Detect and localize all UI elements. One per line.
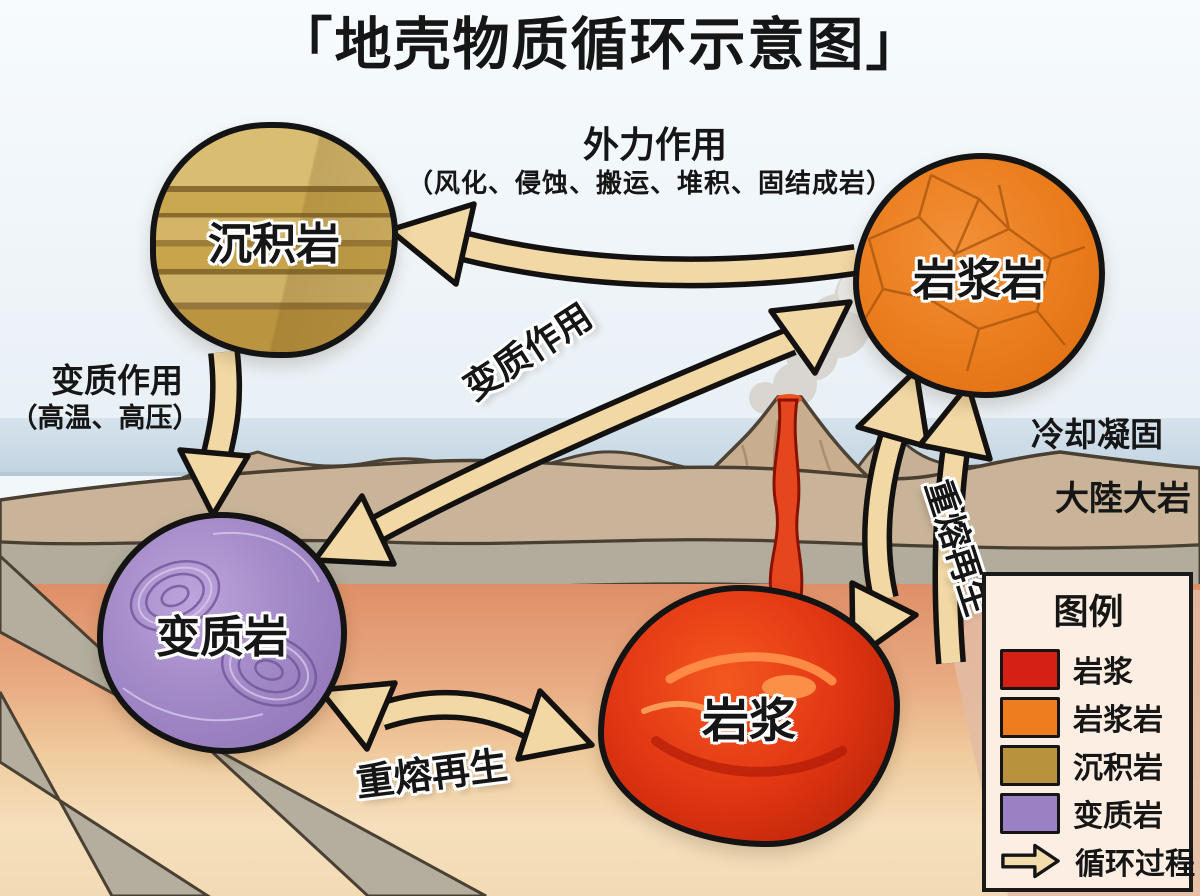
label-external-force: 外力作用 — [582, 124, 728, 165]
node-igneous-rock: 岩浆岩 — [853, 153, 1105, 398]
metamorphic-swatch — [1000, 792, 1060, 834]
cycle-arrow-icon — [1001, 843, 1060, 879]
legend-item-igneous: 岩浆岩 — [1000, 695, 1163, 739]
legend-label: 沉积岩 — [1073, 752, 1163, 785]
sedimentary-label: 沉积岩 — [208, 220, 340, 269]
label-continental-rock: 大陸大岩 — [1055, 480, 1191, 518]
node-metamorphic-rock: 变质岩 — [97, 512, 347, 754]
legend-box: 图例 岩浆 岩浆岩 沉积岩 变质岩 循环过程 — [982, 572, 1195, 892]
node-magma: 岩浆 — [598, 585, 900, 847]
legend-item-metamorphic: 变质岩 — [1000, 791, 1163, 835]
sedimentary-swatch — [1000, 744, 1060, 786]
page-title: 「地壳物质循环示意图」 — [275, 13, 925, 77]
magma-swatch — [1000, 648, 1060, 690]
metamorphic-label: 变质岩 — [156, 613, 288, 662]
label-metamorphism: 变质作用 — [51, 362, 183, 399]
igneous-crack-texture — [863, 173, 1086, 372]
legend-item-process: 循环过程 — [1000, 839, 1195, 883]
legend-label: 循环过程 — [1075, 848, 1195, 881]
label-external-force-detail: （风化、侵蚀、搬运、堆积、固结成岩） — [406, 168, 894, 198]
legend-label: 变质岩 — [1073, 800, 1163, 833]
legend-item-sedimentary: 沉积岩 — [1000, 743, 1163, 787]
legend-label: 岩浆岩 — [1073, 704, 1163, 737]
igneous-label: 岩浆岩 — [913, 255, 1045, 305]
legend-item-magma: 岩浆 — [1000, 647, 1133, 691]
subducting-slabs — [0, 553, 487, 896]
igneous-swatch — [1000, 696, 1060, 738]
node-sedimentary-rock: 沉积岩 — [150, 122, 398, 358]
magma-flow-texture — [641, 652, 847, 777]
label-cooling-solidify: 冷却凝固 — [1031, 416, 1163, 453]
legend-label: 岩浆 — [1073, 656, 1133, 689]
legend-title: 图例 — [1053, 593, 1124, 632]
magma-label: 岩浆 — [702, 693, 796, 747]
metamorphic-swirl-texture — [122, 532, 320, 722]
label-metamorphism-detail: （高温、高压） — [10, 403, 200, 433]
